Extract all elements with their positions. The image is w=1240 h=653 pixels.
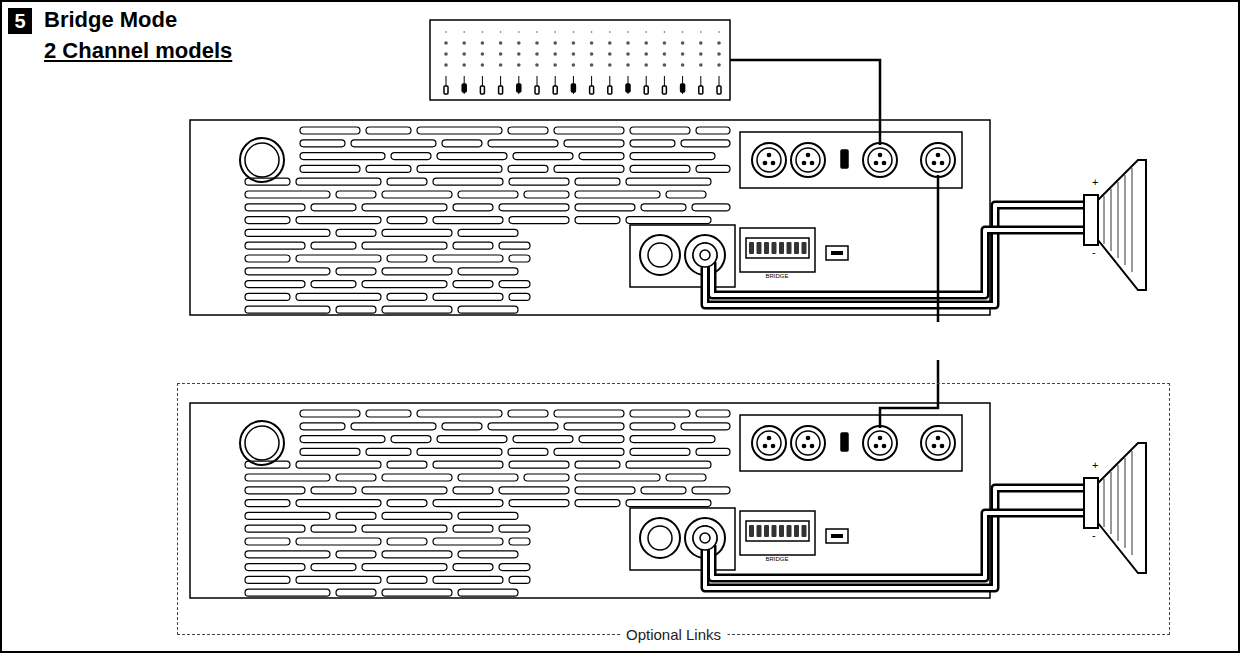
polarity-mark: + [1092, 459, 1098, 471]
title: Bridge Mode [44, 7, 177, 33]
polarity-mark: + [1092, 176, 1098, 188]
region-label: Optional Links [620, 626, 727, 643]
switch-label: BRIDGE [765, 556, 788, 562]
section-number: 5 [8, 8, 32, 34]
subtitle: 2 Channel models [44, 38, 232, 64]
polarity-mark: - [1092, 246, 1096, 258]
callout-number: 5 [14, 10, 25, 33]
optional-links-region: Optional Links [177, 383, 1170, 635]
polarity-mark: - [1092, 529, 1096, 541]
switch-label: BRIDGE [765, 273, 788, 279]
